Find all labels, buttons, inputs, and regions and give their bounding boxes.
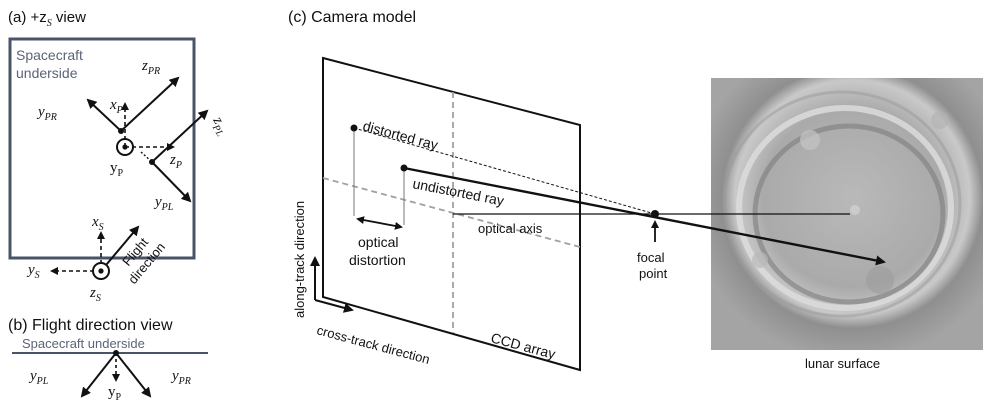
- flight-direction-label: Flight direction: [119, 235, 168, 287]
- panel-b: (b) Flight direction view Spacecraft und…: [8, 317, 208, 403]
- yPR-axis: [86, 98, 122, 132]
- box-label-underside: underside: [16, 65, 78, 81]
- yPL-label-b: yPL: [28, 368, 49, 387]
- box-label-spacecraft: Spacecraft: [16, 47, 83, 63]
- yPR-label: yPR: [36, 104, 57, 123]
- yP-label-b: yP: [108, 384, 122, 403]
- lunar-surface-label: lunar surface: [805, 356, 880, 371]
- zPR-label: zPR: [141, 58, 160, 77]
- panel-c-title: (c) Camera model: [288, 9, 416, 26]
- undistorted-point: [400, 164, 408, 172]
- distorted-ray: [353, 127, 656, 215]
- zPR-axis: [120, 76, 180, 132]
- xP-label: xP: [109, 97, 123, 116]
- zS-label: zS: [89, 285, 101, 304]
- zPL-axis: [151, 109, 209, 163]
- ccd-horizontal-centerline: [322, 177, 581, 248]
- yS-label: yS: [26, 262, 40, 281]
- yPR-axis-b: [115, 352, 152, 398]
- cross-track-label: cross-track direction: [315, 322, 431, 367]
- xS-label: xS: [91, 214, 104, 233]
- ccd-array-plane: [322, 56, 581, 372]
- panel-a-title: (a) +zS view: [8, 9, 86, 29]
- distorted-point: [350, 124, 358, 132]
- underside-label: Spacecraft underside: [22, 336, 145, 351]
- cross-track-arrow: [314, 299, 354, 313]
- yPL-axis: [151, 161, 192, 203]
- optical-distortion-label-2: distortion: [349, 252, 406, 268]
- yPL-label: yPL: [153, 194, 174, 213]
- optical-distortion-label-1: optical: [358, 234, 398, 250]
- pl-origin: [149, 159, 155, 165]
- pr-origin: [118, 128, 124, 134]
- focal-point: [651, 210, 659, 218]
- along-track-label: along-track direction: [292, 201, 307, 318]
- yP-label: yP: [110, 160, 124, 179]
- spacecraft-underside-box: [8, 37, 196, 260]
- yPR-label-b: yPR: [170, 368, 191, 387]
- optical-axis-label: optical axis: [478, 221, 543, 236]
- panel-c: (c) Camera model lunar surface: [288, 9, 983, 372]
- focal-point-label-2: point: [639, 266, 668, 281]
- zPL-label: zPL: [206, 113, 232, 139]
- zP-label: zP: [169, 152, 182, 171]
- yPL-axis-b: [80, 352, 117, 398]
- undistorted-ray: [403, 166, 886, 266]
- panel-a: (a) +zS view Spacecraft underside zPR yP…: [8, 9, 232, 304]
- panel-b-title: (b) Flight direction view: [8, 317, 173, 334]
- focal-point-label-1: focal: [637, 250, 665, 265]
- optical-distortion-arrow: [356, 216, 403, 230]
- flight-direction-arrow: [100, 225, 140, 272]
- yP-out-of-page-symbol: [116, 138, 134, 156]
